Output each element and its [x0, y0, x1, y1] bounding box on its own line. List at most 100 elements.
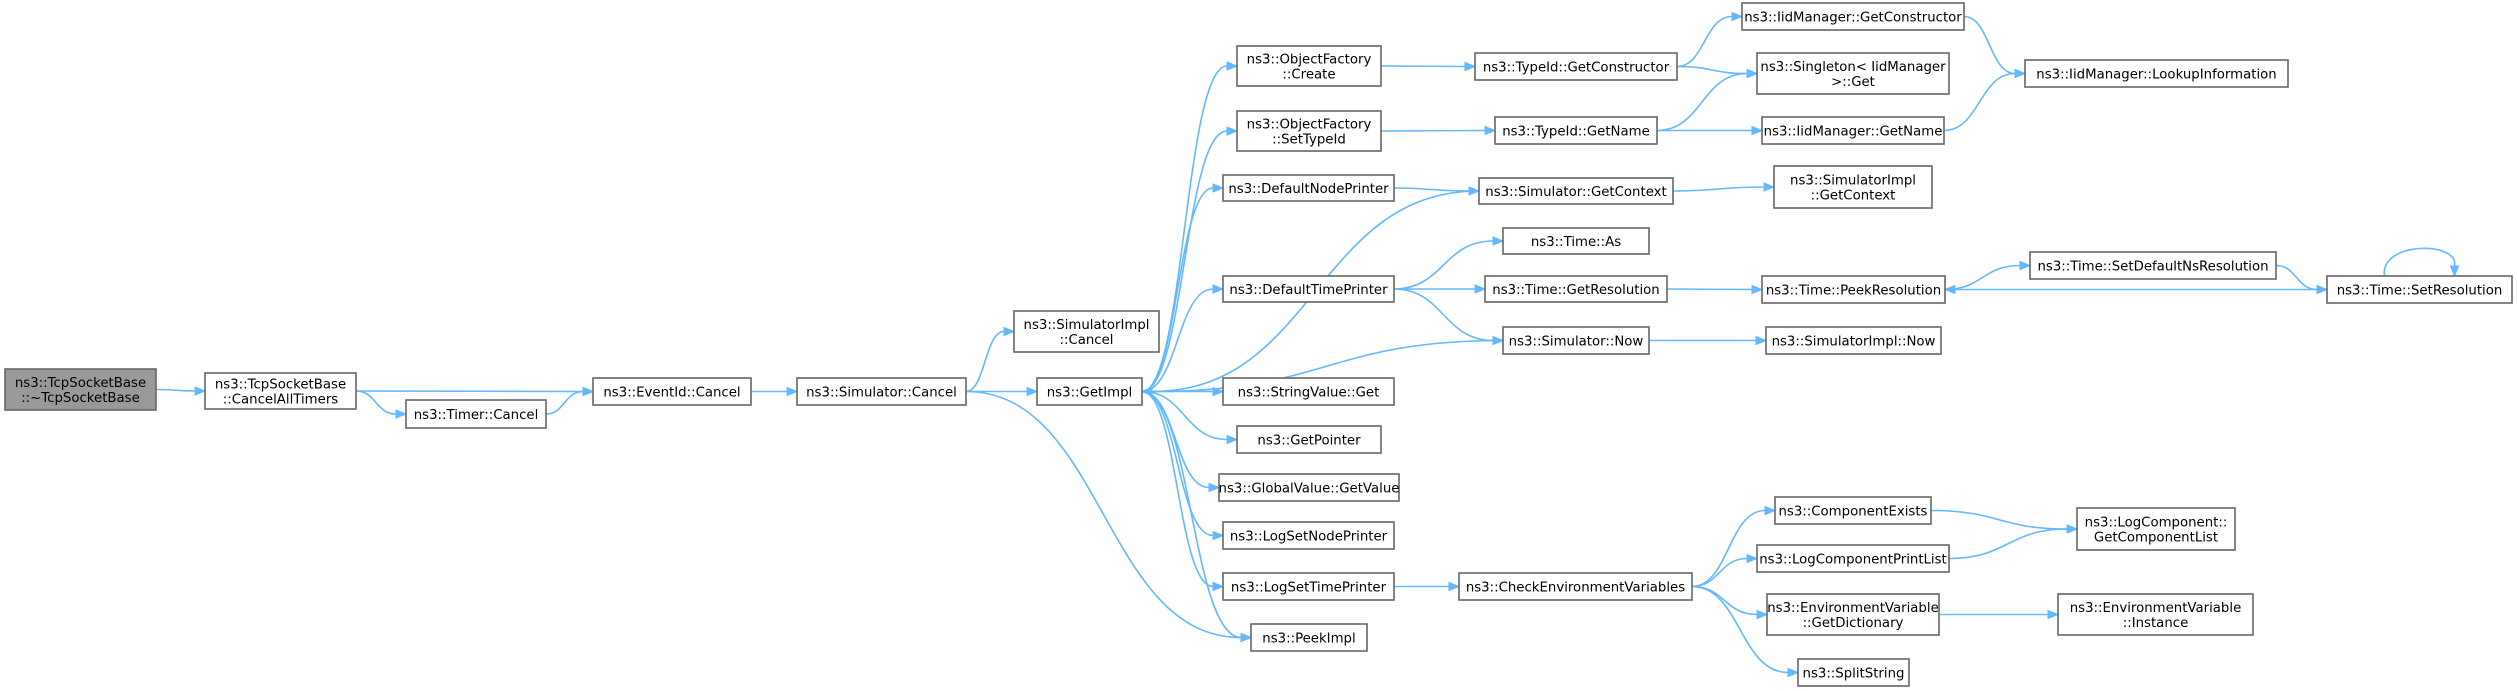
node-component-exists[interactable]: ns3::ComponentExists — [1774, 496, 1932, 525]
node-box — [1741, 2, 1965, 31]
node-default-node-printer[interactable]: ns3::DefaultNodePrinter — [1222, 174, 1395, 202]
node-box — [1036, 377, 1143, 406]
node-get-pointer[interactable]: ns3::GetPointer — [1236, 425, 1382, 454]
node-label: ::SetTypeId — [1272, 133, 1346, 148]
node-sim-impl-now[interactable]: ns3::SimulatorImpl::Now — [1765, 326, 1942, 355]
edges-layer — [155, 11, 2460, 678]
edge-line — [2275, 264, 2318, 291]
node-label: ns3::EnvironmentVariable — [2070, 601, 2242, 616]
edge-cancel-all-timers-to-event-id-cancel — [355, 386, 595, 397]
edge-arrowhead — [395, 409, 408, 419]
node-box — [2326, 275, 2513, 304]
node-simulator-get-context[interactable]: ns3::Simulator::GetContext — [1478, 177, 1674, 205]
edge-line — [1393, 288, 1494, 342]
node-check-env-vars[interactable]: ns3::CheckEnvironmentVariables — [1458, 572, 1693, 601]
edge-line — [1691, 585, 1758, 616]
edge-get-impl-to-get-pointer — [1141, 390, 1239, 445]
edge-arrowhead — [1226, 126, 1239, 136]
node-time-peek-resolution[interactable]: ns3::Time::PeekResolution — [1761, 275, 1946, 304]
node-time-set-resolution[interactable]: ns3::Time::SetResolution — [2326, 275, 2513, 304]
node-label: ns3::Singleton< IidManager — [1760, 60, 1946, 75]
edge-arrowhead — [1003, 326, 1016, 337]
edge-line — [1944, 264, 2021, 291]
node-sim-impl-cancel[interactable]: ns3::SimulatorImpl::Cancel — [1013, 310, 1160, 353]
node-label: ns3::LogComponentPrintList — [1759, 553, 1947, 568]
node-box — [796, 377, 967, 406]
edge-arrowhead — [1240, 632, 1253, 643]
node-label: ::CancelAllTimers — [223, 393, 338, 408]
node-env-var-get-dictionary[interactable]: ns3::EnvironmentVariable::GetDictionary — [1766, 593, 1940, 636]
node-string-value-get[interactable]: ns3::StringValue::Get — [1222, 377, 1395, 406]
edge-line — [1676, 65, 1748, 75]
node-box — [1236, 45, 1382, 87]
node-label: ns3::Time::GetResolution — [1492, 283, 1659, 298]
node-label: ns3::Time::SetDefaultNsResolution — [2037, 260, 2268, 275]
node-global-value-get-value[interactable]: ns3::GlobalValue::GetValue — [1218, 473, 1400, 502]
node-label: ns3::SimulatorImpl — [1024, 318, 1150, 333]
node-time-as[interactable]: ns3::Time::As — [1502, 227, 1650, 255]
edge-line — [1691, 585, 1789, 674]
edge-get-impl-to-default-node-printer — [1141, 183, 1225, 393]
edge-arrowhead — [2019, 260, 2032, 271]
node-default-time-printer[interactable]: ns3::DefaultTimePrinter — [1222, 275, 1395, 303]
edge-default-time-printer-to-time-get-resolution — [1394, 284, 1487, 294]
edge-env-var-get-dictionary-to-env-var-instance — [1939, 609, 2060, 620]
node-time-get-resolution[interactable]: ns3::Time::GetResolution — [1484, 275, 1668, 303]
node-iid-lookup-information[interactable]: ns3::IidManager::LookupInformation — [2024, 59, 2289, 88]
node-label: >::Get — [1831, 75, 1875, 90]
node-label: ns3::DefaultTimePrinter — [1229, 283, 1388, 298]
node-simulator-now[interactable]: ns3::Simulator::Now — [1502, 326, 1650, 355]
node-iid-get-constructor[interactable]: ns3::IidManager::GetConstructor — [1741, 2, 1965, 31]
node-box — [1502, 326, 1650, 355]
edge-line — [545, 390, 584, 415]
node-time-set-default-ns-resolution[interactable]: ns3::Time::SetDefaultNsResolution — [2029, 251, 2277, 280]
node-label: ns3::IidManager::GetConstructor — [1744, 11, 1962, 26]
node-get-impl[interactable]: ns3::GetImpl — [1036, 377, 1143, 406]
edge-line — [1141, 390, 1242, 639]
node-type-id-get-name[interactable]: ns3::TypeId::GetName — [1494, 116, 1658, 145]
edge-line — [1963, 15, 2016, 75]
node-label: ns3::Timer::Cancel — [414, 408, 539, 423]
node-box — [1222, 521, 1395, 550]
node-box — [1494, 116, 1658, 145]
edge-log-set-time-printer-to-check-env-vars — [1394, 581, 1461, 592]
node-split-string[interactable]: ns3::SplitString — [1797, 658, 1910, 687]
node-label: ns3::IidManager::LookupInformation — [2036, 68, 2276, 83]
node-of-set-type-id[interactable]: ns3::ObjectFactory::SetTypeId — [1236, 110, 1382, 152]
node-root[interactable]: ns3::TcpSocketBase::~TcpSocketBase — [4, 368, 157, 411]
node-label: ns3::IidManager::GetName — [1764, 125, 1943, 140]
node-box — [1773, 165, 1933, 209]
node-log-set-node-printer[interactable]: ns3::LogSetNodePrinter — [1222, 521, 1395, 550]
node-env-var-instance[interactable]: ns3::EnvironmentVariable::Instance — [2057, 593, 2254, 636]
edge-get-impl-to-peek-impl — [1141, 390, 1253, 643]
node-sim-impl-get-context[interactable]: ns3::SimulatorImpl::GetContext — [1773, 165, 1933, 209]
edge-of-create-to-type-id-get-constructor — [1380, 61, 1477, 72]
node-box — [592, 377, 752, 406]
node-type-id-get-constructor[interactable]: ns3::TypeId::GetConstructor — [1474, 52, 1678, 81]
node-log-set-time-printer[interactable]: ns3::LogSetTimePrinter — [1222, 572, 1395, 601]
node-simulator-cancel[interactable]: ns3::Simulator::Cancel — [796, 377, 967, 406]
node-iid-get-name[interactable]: ns3::IidManager::GetName — [1761, 116, 1945, 145]
node-label: ::~TcpSocketBase — [21, 391, 140, 406]
edge-line — [155, 388, 196, 392]
node-label: ns3::LogSetTimePrinter — [1231, 581, 1387, 596]
node-label: ns3::PeekImpl — [1262, 632, 1355, 647]
node-log-component-get-component-list[interactable]: ns3::LogComponent::GetComponentList — [2076, 507, 2236, 551]
node-box — [2029, 251, 2277, 280]
node-box — [1502, 227, 1650, 255]
node-label: ns3::SplitString — [1803, 667, 1905, 682]
edge-arrowhead — [1746, 68, 1759, 79]
edge-type-id-get-name-to-iid-get-name — [1657, 125, 1764, 136]
node-timer-cancel[interactable]: ns3::Timer::Cancel — [405, 399, 547, 429]
node-log-component-print-list[interactable]: ns3::LogComponentPrintList — [1756, 544, 1950, 573]
node-event-id-cancel[interactable]: ns3::EventId::Cancel — [592, 377, 752, 406]
edge-arrowhead — [1212, 581, 1225, 592]
node-box — [1236, 425, 1382, 454]
node-of-create[interactable]: ns3::ObjectFactory::Create — [1236, 45, 1382, 87]
edge-line — [1141, 288, 1214, 393]
node-singleton-get[interactable]: ns3::Singleton< IidManager >::Get — [1756, 52, 1950, 95]
node-cancel-all-timers[interactable]: ns3::TcpSocketBase::CancelAllTimers — [204, 372, 357, 410]
edge-line — [1141, 390, 1228, 441]
edge-time-set-resolution-to-time-peek-resolution — [1943, 284, 2327, 295]
node-peek-impl[interactable]: ns3::PeekImpl — [1250, 623, 1368, 652]
